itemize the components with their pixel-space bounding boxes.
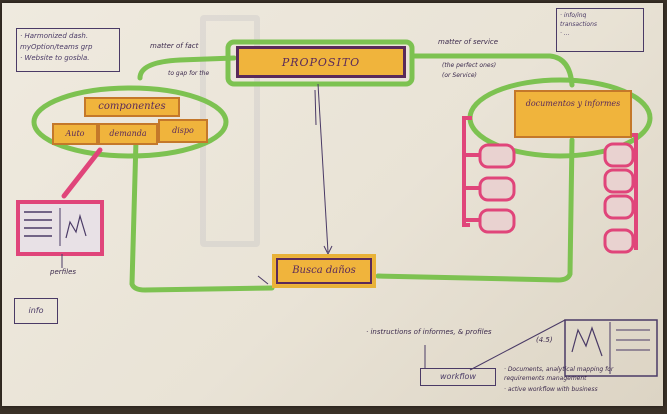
left-group-title-box: componentes [84,97,180,117]
green-loop-left [129,137,275,293]
annotation-left-caption: perfiles [50,268,77,276]
top-node-label: PROPOSITO [281,56,361,69]
annotation-bottom-list-3: · active workflow with business [504,386,598,393]
bottom-workflow-box: workflow [420,368,496,386]
annotation-matter-of-service: matter of service [438,38,499,46]
magenta-tree-left [462,116,472,227]
magenta-connector-left [61,147,103,199]
left-sub-label: demanda [109,129,147,138]
annotation-matter-of-fact: matter of fact [150,42,199,50]
left-sub-label: Auto [65,129,85,138]
bottom-right-wireframe [564,319,658,377]
right-sub-node-3 [478,208,516,234]
annotation-services-path-1: (the perfect ones) [442,62,497,69]
bottom-node-box: Busca daños [272,254,376,288]
annotation-services-path-2: (or Service) [442,72,477,79]
green-loop-top [137,55,237,81]
note-line: transactions [560,21,598,28]
top-node-green-frame [225,39,415,87]
left-group-ellipse [31,85,229,159]
annotation-for-gap: to gap for the [168,70,210,77]
right-sub-node-2 [478,176,516,202]
top-left-note: · Harmonized dash. myOption/teams grp · … [16,28,120,72]
right-group-title: documentos y informes [525,99,621,108]
note-line: · ... [560,30,570,37]
right-sub-node-4 [603,142,635,168]
right-sub-node-6 [603,194,635,220]
left-sub-box-1: Auto [52,123,98,145]
note-line: · Website to gosbla. [20,54,90,62]
annotation-bottom-list-1: · Documents, analytical mapping for [504,366,614,373]
right-group-title-box: documentos y informes [514,90,632,138]
note-line: · info/inq [560,12,587,19]
arrow-right-mid [257,275,269,285]
left-sub-box-2: demanda [98,123,158,145]
arrow-left-down [314,89,317,126]
annotation-bottom-list-2: requirements management [504,375,587,382]
right-sub-node-5 [603,168,635,194]
top-right-note: · info/inq transactions · ... [556,8,644,52]
left-group-title: componentes [98,101,166,112]
arrow-top-to-bottom [317,83,329,253]
note-line: · Harmonized dash. [20,32,89,40]
right-sub-node-7 [603,228,635,254]
bottom-node-label: Busca daños [292,265,356,276]
bottom-left-info-box: info [14,298,58,324]
left-sub-label: dispo [172,126,194,135]
green-loop-right [375,137,575,283]
bottom-left-info-label: info [28,306,44,315]
left-sub-box-3: dispo [158,119,208,143]
right-sub-node-1 [478,143,516,169]
note-line: myOption/teams grp [20,43,93,51]
annotation-date-like: (4.5) [536,336,553,344]
top-node-proposito: PROPOSITO [236,46,406,78]
arrow-right-bottom [469,319,566,371]
bottom-workflow-label: workflow [440,372,476,381]
annotation-bottom-note: · instructions of informes, & profiles [366,328,492,336]
